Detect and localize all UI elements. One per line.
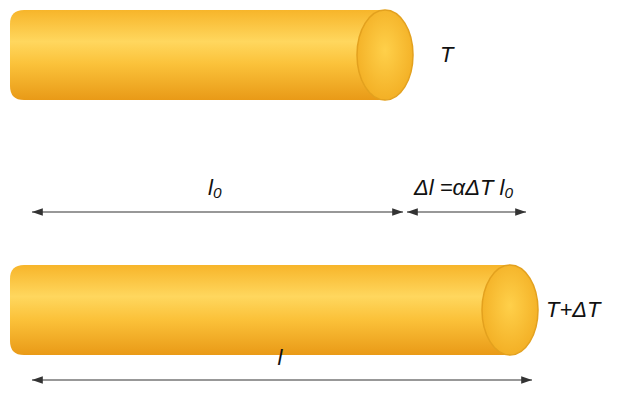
length-label: l₀ xyxy=(208,176,222,200)
expansion-label: Δl =αΔT l₀ xyxy=(414,176,514,200)
rod-cold xyxy=(10,10,413,100)
dimension-line xyxy=(32,211,403,212)
temperature-label: T xyxy=(440,43,453,67)
rod-hot xyxy=(10,265,538,355)
dimension-line xyxy=(32,379,532,380)
dimension-line xyxy=(407,211,526,212)
length-label: l xyxy=(278,346,283,370)
temperature-label: T+ΔT xyxy=(546,298,600,322)
